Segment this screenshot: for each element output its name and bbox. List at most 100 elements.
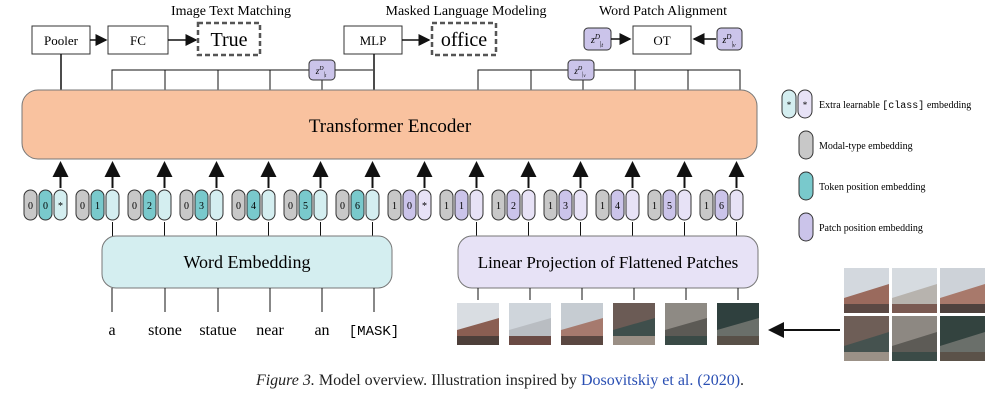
position-pill xyxy=(194,189,209,221)
mlm-output-box xyxy=(430,21,498,57)
legend-class-label: Extra learnable [class] embedding xyxy=(819,100,971,112)
image-patch xyxy=(509,303,551,345)
modal-type-pill xyxy=(387,189,402,221)
legend-patch-position: Patch position embedding xyxy=(798,212,923,242)
encoder-zt-label: zD|t xyxy=(315,66,327,79)
modal-type-pill-label: 0 xyxy=(184,201,189,212)
modal-type-pill xyxy=(283,189,298,221)
modal-type-pill-label: 1 xyxy=(704,201,709,212)
figure-caption: Figure 3. Model overview. Illustration i… xyxy=(0,372,1000,390)
word-embedding-label: Word Embedding xyxy=(183,252,310,272)
position-pill xyxy=(454,189,469,221)
linear-projection-label: Linear Projection of Flattened Patches xyxy=(478,253,739,272)
modal-type-pill xyxy=(439,189,454,221)
legend-token-position: Token position embedding xyxy=(798,171,926,201)
modal-type-pill-label: 0 xyxy=(340,201,345,212)
mlp-box xyxy=(343,25,403,55)
class-pill xyxy=(53,189,68,221)
word-token: a xyxy=(108,322,115,339)
modal-type-pill-label: 1 xyxy=(548,201,553,212)
legend-class-glyph-right: * xyxy=(803,100,808,110)
class-pill xyxy=(417,189,432,221)
modal-type-pill xyxy=(335,189,350,221)
caption-citation-link[interactable]: Dosovitskiy et al. (2020) xyxy=(580,372,741,389)
caption-figure-number: Figure 3. xyxy=(255,372,315,389)
position-pill-label: 3 xyxy=(199,201,204,212)
source-image-tile xyxy=(892,316,937,361)
wpa-zv-label: zD|v xyxy=(721,33,735,49)
content-pill xyxy=(313,189,328,221)
modal-type-pill xyxy=(595,189,610,221)
content-pill xyxy=(521,189,536,221)
wpa-title: Word Patch Alignment xyxy=(599,4,727,19)
position-pill xyxy=(506,189,521,221)
encoder-zt-box xyxy=(308,59,336,81)
legend-class-embedding: * * Extra learnable [class] embedding xyxy=(781,89,971,119)
pooler-label: Pooler xyxy=(44,33,79,48)
position-pill-label: 6 xyxy=(355,201,360,212)
position-pill xyxy=(662,189,677,221)
modal-type-pill-label: 0 xyxy=(80,201,85,212)
content-pill xyxy=(157,189,172,221)
position-pill-label: 3 xyxy=(563,201,568,212)
position-pill xyxy=(714,189,729,221)
position-pill-label: 4 xyxy=(615,201,620,212)
modal-type-pill xyxy=(75,189,90,221)
modal-type-pill xyxy=(699,189,714,221)
ot-box xyxy=(632,25,692,55)
class-pill-label: * xyxy=(58,201,63,212)
fc-box xyxy=(107,25,169,55)
position-pill xyxy=(610,189,625,221)
position-pill-label: 4 xyxy=(251,201,256,212)
word-token: an xyxy=(314,322,329,339)
position-pill xyxy=(142,189,157,221)
position-pill xyxy=(90,189,105,221)
wpa-zt-label: zD|t xyxy=(590,33,603,49)
position-pill-label: 5 xyxy=(667,201,672,212)
word-token: stone xyxy=(148,322,182,339)
content-pill xyxy=(573,189,588,221)
legend: * * Extra learnable [class] embedding Mo… xyxy=(781,89,971,242)
itm-output-label: True xyxy=(210,29,247,51)
transformer-encoder-label: Transformer Encoder xyxy=(309,116,472,137)
source-image-tile xyxy=(892,268,937,313)
mlm-title: Masked Language Modeling xyxy=(386,4,547,19)
fc-label: FC xyxy=(130,33,146,48)
ot-label: OT xyxy=(653,33,670,48)
caption-text: Model overview. Illustration inspired by xyxy=(314,372,581,389)
word-token: [MASK] xyxy=(349,324,399,340)
class-pill-label: * xyxy=(422,201,427,212)
wpa-zv-box xyxy=(716,27,743,51)
image-patch xyxy=(717,303,759,345)
encoder-input-arrows xyxy=(52,161,745,188)
content-pill xyxy=(469,189,484,221)
position-pill xyxy=(38,189,53,221)
content-pill xyxy=(365,189,380,221)
modal-type-pill xyxy=(231,189,246,221)
word-token: statue xyxy=(199,322,236,339)
modal-type-pill xyxy=(23,189,38,221)
source-image-tile xyxy=(844,316,889,361)
modal-type-pill-label: 1 xyxy=(652,201,657,212)
image-patch xyxy=(561,303,603,345)
position-pill-label: 1 xyxy=(95,201,100,212)
modal-type-pill-label: 1 xyxy=(392,201,397,212)
modal-type-pill-label: 1 xyxy=(444,201,449,212)
word-embedding xyxy=(101,235,393,289)
pooler-box xyxy=(31,25,91,55)
position-pill-label: 0 xyxy=(407,201,412,212)
content-pill xyxy=(261,189,276,221)
itm-title: Image Text Matching xyxy=(171,4,291,19)
caption-end: . xyxy=(740,372,745,389)
image-patch-inputs xyxy=(457,288,759,345)
